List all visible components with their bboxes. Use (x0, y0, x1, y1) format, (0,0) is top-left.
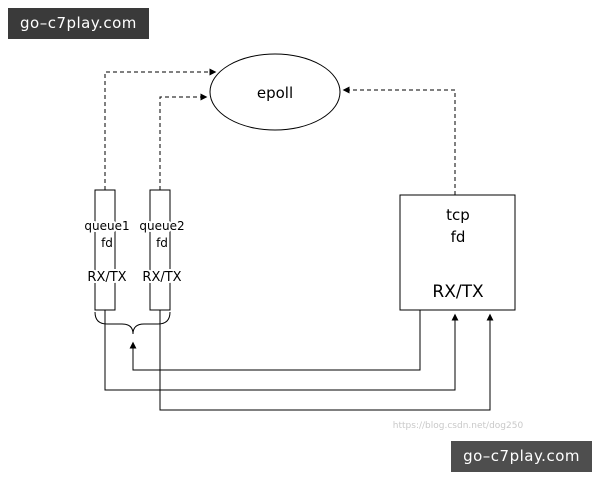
queue2-node (149, 189, 171, 311)
watermark-url: https://blog.csdn.net/dog250 (393, 421, 524, 431)
queues-brace (94, 311, 171, 335)
tcp-rxtx-label: RX/TX (432, 282, 484, 302)
connector-queue2-to-epoll (159, 93, 208, 190)
connector-queue1-to-epoll (104, 68, 217, 190)
tcp-label: tcp (446, 206, 470, 224)
queue1-label: queue1 (84, 219, 129, 233)
queue1-rxtx-label: RX/TX (87, 270, 126, 285)
queue2-rxtx-label: RX/TX (142, 270, 181, 285)
queue2-label: queue2 (139, 219, 184, 233)
epoll-node (209, 53, 341, 131)
flow-tcp-to-queues (129, 310, 421, 371)
flow-queue2-to-tcp (159, 310, 494, 411)
site-banner-top-left: go–c7play.com (8, 8, 149, 39)
site-banner-bottom-right: go–c7play.com (451, 441, 592, 472)
queue2-fd-label: fd (156, 236, 168, 250)
flow-queue1-to-tcp (104, 310, 459, 391)
queue1-node (94, 189, 116, 311)
tcp-fd-label: fd (451, 228, 466, 246)
tcp-node (399, 194, 516, 311)
epoll-label: epoll (257, 84, 293, 102)
queue1-fd-label: fd (101, 236, 113, 250)
connector-tcp-to-epoll (342, 86, 456, 195)
